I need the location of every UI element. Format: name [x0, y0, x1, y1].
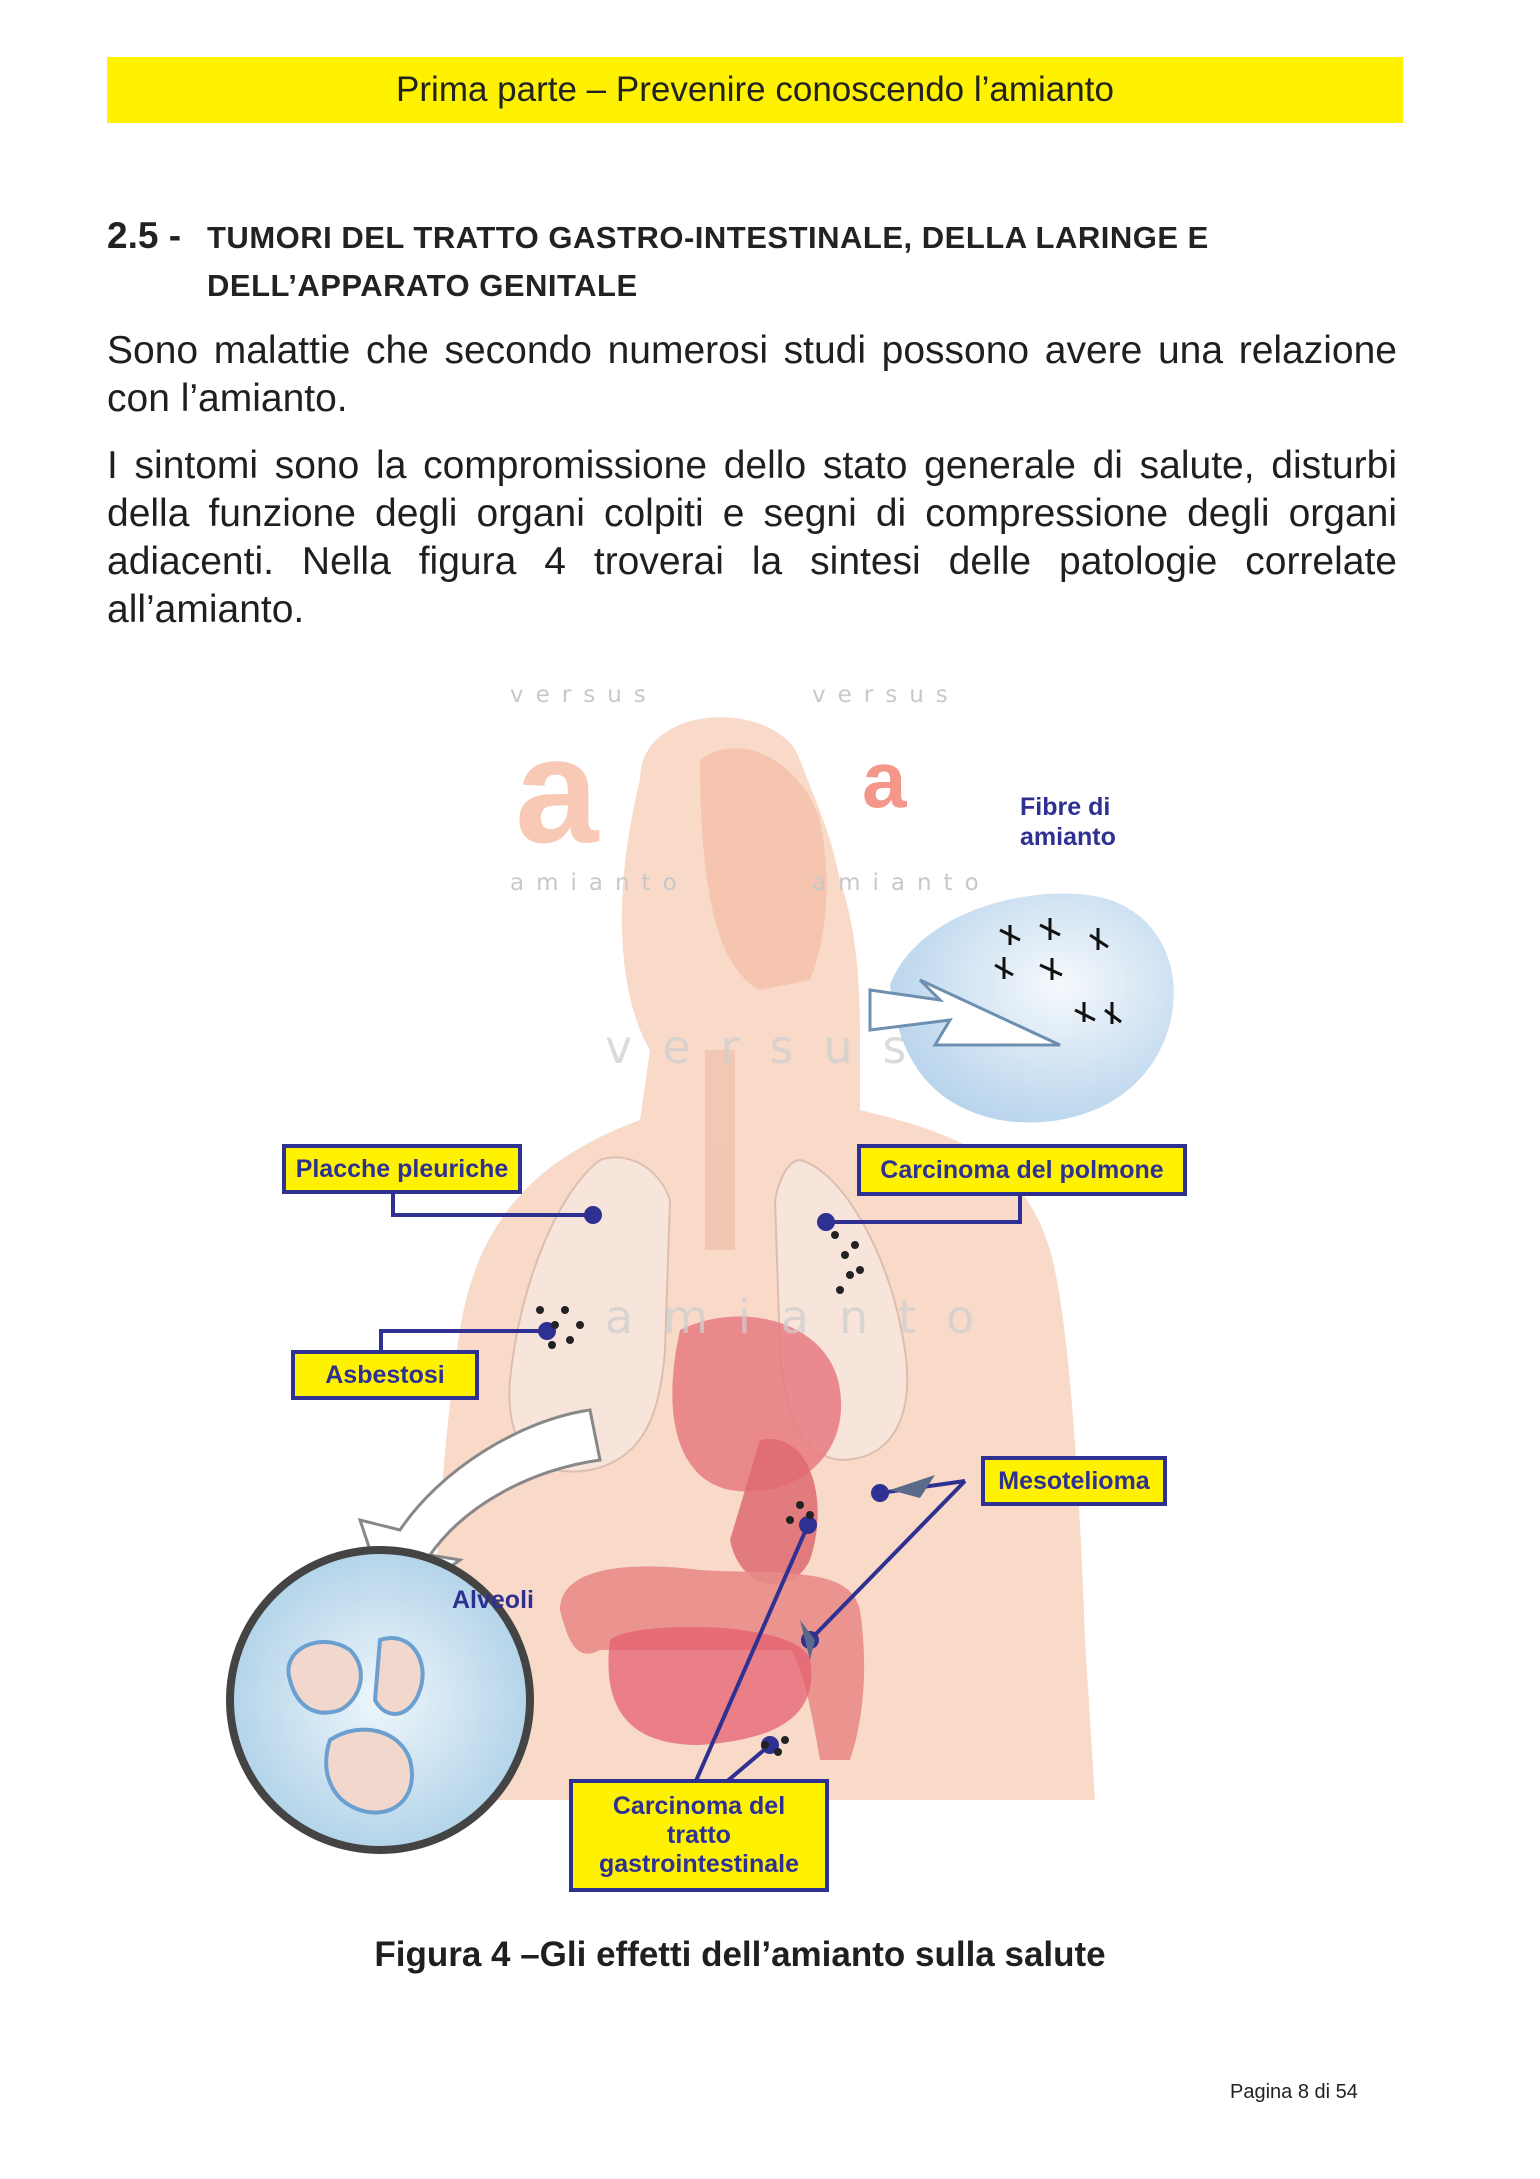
watermark-letter-1: a: [515, 706, 599, 874]
header-title: Prima parte – Prevenire conoscendo l’ami…: [396, 70, 1114, 109]
body-silhouette: [430, 717, 1095, 1800]
watermark-letter-2: a: [862, 735, 907, 824]
fiber-cloud: [868, 893, 1174, 1123]
watermark-amianto-big: amianto: [605, 1290, 1005, 1344]
figure-caption: Figura 4 –Gli effetti dell’amianto sulla…: [374, 1935, 1106, 1974]
fiber-marks-cloud: [994, 918, 1122, 1024]
fiber-marks-body: [536, 1231, 935, 1756]
label-placche-pleuriche: Placche pleuriche: [282, 1144, 522, 1194]
watermark-versus-2: versus: [812, 682, 960, 708]
section-title: TUMORI DEL TRATTO GASTRO-INTESTINALE, DE…: [207, 214, 1407, 310]
section-number: 2.5 -: [107, 215, 182, 256]
label-carcinoma-polmone: Carcinoma del polmone: [857, 1144, 1187, 1196]
label-mesotelioma: Mesotelioma: [981, 1456, 1167, 1506]
label-fibre-amianto: Fibre di amianto: [1020, 793, 1116, 851]
paragraph-2: I sintomi sono la compromissione dello s…: [107, 444, 1397, 631]
watermark-amianto-2: amianto: [812, 870, 991, 896]
watermark-versus-big: versus: [605, 1020, 937, 1074]
label-asbestosi: Asbestosi: [291, 1350, 479, 1400]
page-number: Pagina 8 di 54: [1230, 2081, 1358, 2103]
watermark-amianto-1: amianto: [510, 870, 689, 896]
section-title-line1: TUMORI DEL TRATTO GASTRO-INTESTINALE, DE…: [207, 220, 1209, 255]
label-carcinoma-gastrointestinale: Carcinoma del tratto gastrointestinale: [569, 1779, 829, 1892]
label-alveoli: Alveoli: [452, 1586, 534, 1614]
lungs: [508, 1050, 909, 1473]
leader-lines: [379, 1184, 1022, 1785]
page-header: Prima parte – Prevenire conoscendo l’ami…: [107, 57, 1403, 123]
paragraph-1: Sono malattie che secondo numerosi studi…: [107, 329, 1397, 420]
digestive-organs: [560, 1316, 865, 1760]
watermark-versus-1: versus: [510, 682, 658, 708]
section-title-line2: DELL’APPARATO GENITALE: [207, 268, 638, 303]
alveoli-zoom: [226, 1408, 602, 1854]
